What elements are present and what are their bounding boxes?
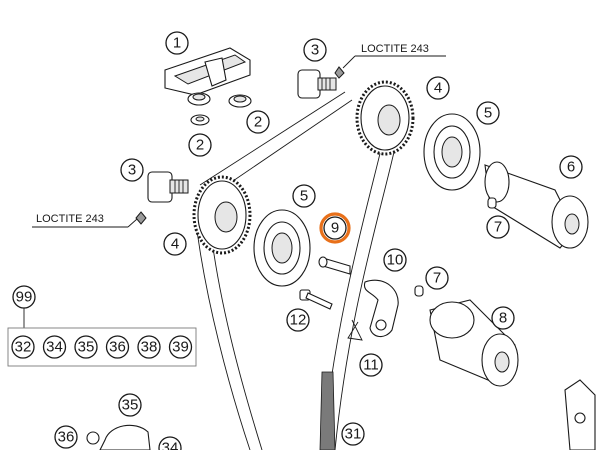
svg-text:1: 1 — [173, 35, 181, 52]
callout-7: 7 — [425, 266, 449, 290]
svg-text:11: 11 — [363, 357, 379, 374]
callout-31: 31 — [341, 422, 365, 446]
callout-4: 4 — [426, 76, 450, 100]
spring-clip — [347, 319, 363, 341]
kit-item-label: 39 — [172, 339, 189, 356]
kit-item-callout: 34 — [42, 335, 67, 359]
svg-text:34: 34 — [162, 440, 179, 450]
svg-text:4: 4 — [434, 80, 442, 97]
callout-9-highlighted: 9 — [319, 212, 351, 244]
tensioner-cluster — [86, 424, 151, 450]
svg-text:12: 12 — [290, 312, 307, 329]
svg-text:3: 3 — [128, 162, 136, 179]
camshaft-bolt-left — [135, 171, 189, 225]
kit-item-callout: 35 — [74, 335, 98, 359]
locking-pin — [318, 256, 351, 275]
callout-12: 12 — [286, 308, 310, 332]
svg-text:7: 7 — [494, 219, 502, 236]
svg-text:36: 36 — [58, 429, 75, 446]
callout-3: 3 — [303, 38, 327, 62]
callout-10: 10 — [383, 248, 407, 272]
kit-contents-box — [7, 327, 197, 367]
chain-links — [319, 371, 336, 450]
camshaft-exhaust — [484, 161, 589, 249]
svg-text:3: 3 — [311, 42, 319, 59]
callout-35: 35 — [118, 393, 142, 417]
svg-text:99: 99 — [16, 289, 33, 306]
svg-text:7: 7 — [433, 270, 441, 287]
kit-contents-list: 32 34 35 36 38 39 — [11, 335, 193, 359]
callout-11: 11 — [359, 353, 383, 377]
svg-text:2: 2 — [196, 137, 204, 154]
kit-item-callout: 32 — [11, 335, 35, 359]
svg-text:10: 10 — [387, 252, 404, 269]
loctite-note-top: LOCTITE 243 — [342, 43, 446, 69]
callout-4: 4 — [163, 232, 187, 256]
lever-bolt — [299, 289, 333, 310]
ball-bearing-upper — [423, 113, 481, 191]
kit-item-label: 38 — [141, 339, 158, 356]
callout-1: 1 — [165, 31, 189, 55]
kit-item-callout: 39 — [168, 335, 193, 359]
svg-text:8: 8 — [499, 310, 507, 327]
callout-7: 7 — [486, 215, 510, 239]
loctite-label: LOCTITE 243 — [361, 43, 429, 55]
kit-item-label: 34 — [46, 339, 63, 356]
kit-item-callout: 38 — [137, 335, 161, 359]
svg-text:31: 31 — [345, 426, 362, 443]
svg-text:9: 9 — [331, 220, 339, 237]
callout-8: 8 — [491, 306, 515, 330]
chain-guide-bracket — [164, 47, 252, 126]
callout-5: 5 — [476, 101, 500, 125]
svg-text:4: 4 — [171, 236, 179, 253]
callout-36: 36 — [54, 425, 78, 449]
camshaft-sprocket-lower — [192, 175, 252, 255]
release-lever — [363, 279, 399, 338]
loctite-note-left: LOCTITE 243 — [32, 213, 138, 228]
callout-34: 34 — [158, 436, 182, 450]
callout-2: 2 — [188, 133, 212, 157]
kit-item-callout: 36 — [105, 335, 130, 359]
camshaft-bolt-top — [297, 66, 345, 99]
kit-item-label: 36 — [109, 339, 126, 356]
callout-3: 3 — [120, 158, 144, 182]
callout-5: 5 — [292, 184, 316, 208]
svg-text:5: 5 — [300, 188, 308, 205]
ball-bearing-lower — [253, 209, 311, 287]
kit-item-label: 32 — [15, 339, 32, 356]
callout-2: 2 — [246, 110, 270, 134]
camshaft-intake — [414, 285, 519, 387]
callout-6: 6 — [559, 155, 583, 179]
kit-item-label: 35 — [78, 339, 95, 356]
svg-text:6: 6 — [567, 159, 575, 176]
callout-99: 99 — [12, 285, 36, 309]
svg-text:35: 35 — [122, 397, 139, 414]
svg-text:2: 2 — [254, 114, 262, 131]
chain-rail-fragment — [564, 379, 596, 450]
loctite-label: LOCTITE 243 — [36, 213, 104, 225]
svg-text:5: 5 — [484, 105, 492, 122]
kit-reference: 99 32 34 35 36 38 39 — [7, 285, 197, 367]
camshaft-sprocket-upper — [355, 80, 415, 156]
